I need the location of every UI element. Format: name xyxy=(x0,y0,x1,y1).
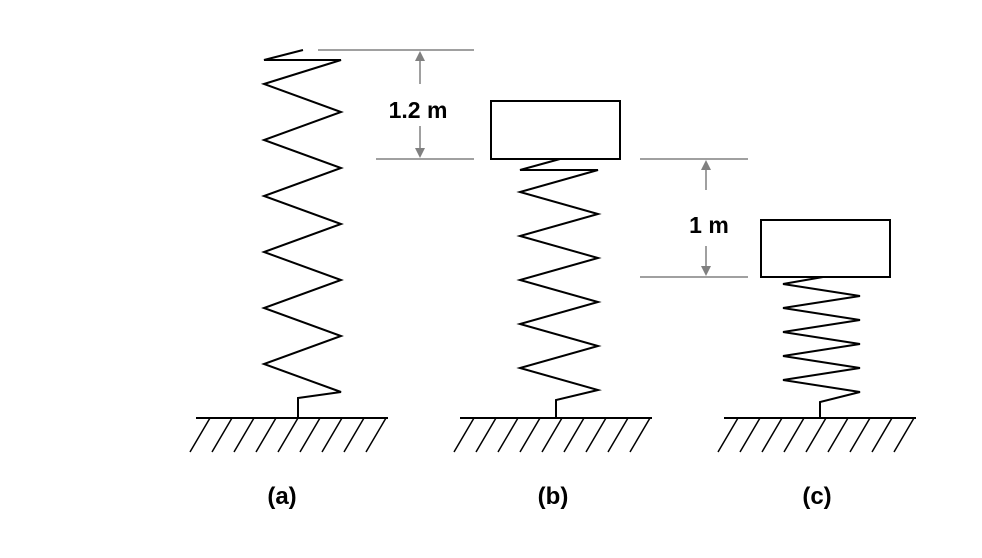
ground-hatch-a xyxy=(189,417,387,453)
ground-hatch-b xyxy=(453,417,651,453)
mass-block-b xyxy=(490,100,621,160)
spring-c xyxy=(782,276,861,418)
spring-a xyxy=(260,49,344,418)
mass-block-c xyxy=(760,219,891,278)
dimension-1m: 1 m xyxy=(640,158,748,278)
ground-hatch-c xyxy=(717,417,915,453)
panel-label-a: (a) xyxy=(267,483,296,510)
panel-a: (a) xyxy=(189,49,388,510)
dimension-label-1m: 1 m xyxy=(689,212,729,238)
panel-b: (b) xyxy=(453,100,652,510)
dimension-label-1-2m: 1.2 m xyxy=(389,97,448,123)
panel-label-b: (b) xyxy=(538,483,569,510)
dimension-1-2m: 1.2 m xyxy=(318,49,474,160)
panel-c: (c) xyxy=(717,219,916,510)
spring-b xyxy=(516,158,602,418)
panel-label-c: (c) xyxy=(802,483,831,510)
